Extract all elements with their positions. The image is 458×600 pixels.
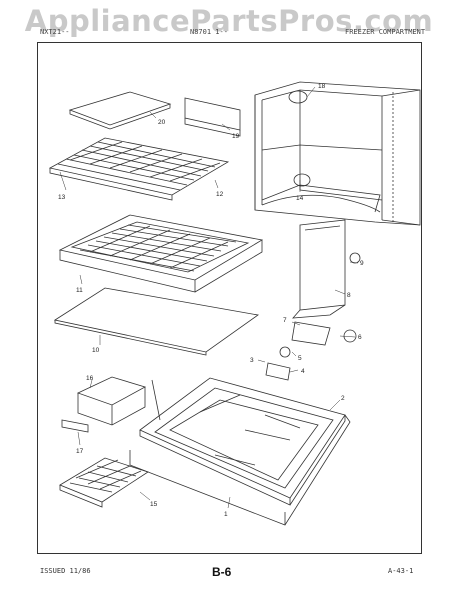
part-14-grommet (293, 173, 311, 187)
callout-10: 10 (92, 347, 100, 354)
rod (151, 379, 161, 421)
callout-14: 14 (296, 195, 304, 202)
part-2-door-liner (139, 377, 346, 506)
callout-11: 11 (76, 287, 83, 294)
part-19-baffle (184, 97, 241, 131)
part-4-motor (265, 362, 291, 381)
part-1-door-panel (129, 414, 351, 526)
part-18-grommet (288, 90, 308, 104)
callout-16: 16 (86, 375, 94, 382)
reference-code: A-43-1 (388, 567, 414, 575)
issued-date: ISSUED 11/86 (40, 567, 91, 575)
callout-15: 15 (150, 501, 158, 508)
part-12-wire-shelf (48, 137, 230, 201)
part-6-fan-blade (343, 329, 357, 343)
header-section-title: FREEZER COMPARTMENT (345, 28, 426, 36)
callout-9: 9 (360, 260, 364, 267)
callout-5: 5 (298, 355, 302, 362)
part-7-bracket (291, 321, 331, 346)
callout-20: 20 (158, 119, 166, 126)
part-10-panel (53, 287, 260, 353)
header-series: N8701 1-- (190, 28, 228, 36)
callout-12: 12 (216, 191, 224, 198)
callout-19: 19 (232, 133, 240, 140)
part-5-fan (279, 346, 291, 358)
freezer-cabinet (254, 81, 421, 226)
page-code: B-6 (212, 565, 232, 579)
callout-7: 7 (283, 317, 287, 324)
part-9-knob (349, 252, 361, 264)
diagram-frame (37, 42, 422, 554)
part-11-shelf-frame (58, 214, 264, 293)
callout-13: 13 (58, 194, 66, 201)
callout-17: 17 (76, 448, 84, 455)
fan-motor-assembly (265, 321, 357, 381)
part-8-evaporator-cover (292, 219, 346, 319)
part-17-rail (61, 419, 89, 433)
callout-6: 6 (358, 334, 362, 341)
part-15-ice-tray (59, 457, 149, 508)
leader-lines (59, 86, 359, 509)
callout-3: 3 (250, 357, 254, 364)
callout-18: 18 (318, 83, 326, 90)
callout-2: 2 (341, 395, 345, 402)
callout-1: 1 (224, 511, 228, 518)
callout-4: 4 (301, 368, 305, 375)
header-model: NXT21-- (40, 28, 70, 36)
callout-8: 8 (347, 292, 351, 299)
watermark: AppliancePartsPros.com (24, 4, 434, 38)
